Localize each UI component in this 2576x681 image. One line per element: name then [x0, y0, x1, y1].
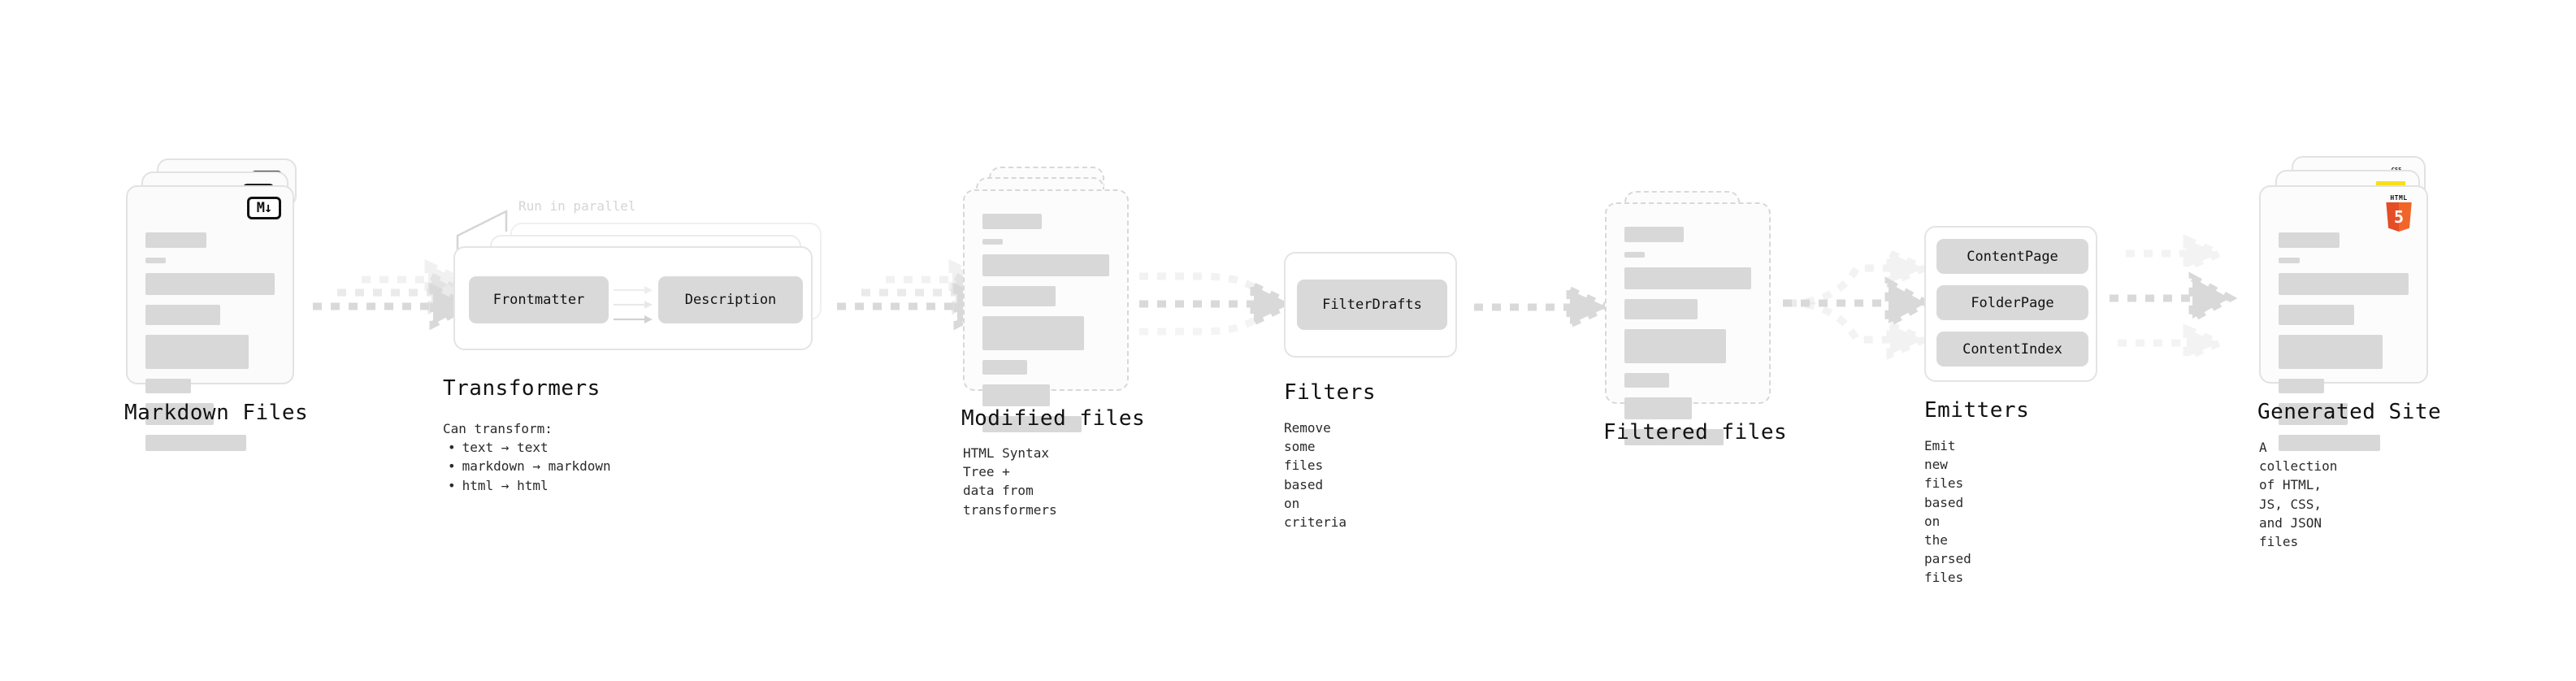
transform-item: text → text	[443, 438, 611, 457]
content-bar	[982, 416, 1082, 432]
content-bar	[982, 254, 1109, 276]
filtered-card-front[interactable]	[1605, 202, 1771, 445]
content-bar	[2279, 335, 2383, 369]
html5-shield: 5	[2386, 202, 2412, 232]
content-bar	[2279, 305, 2354, 325]
html5-label: HTML	[2390, 194, 2408, 202]
emitters-subtitle: Emit new files based on the parsed files	[1924, 438, 1971, 586]
emitter-node-contentpage[interactable]: ContentPage	[1936, 239, 2088, 274]
content-bar	[1624, 227, 1685, 242]
site-card-front[interactable]: HTML 5	[2259, 185, 2428, 451]
markdown-card-front[interactable]: M↓	[126, 185, 294, 451]
modified-card-front[interactable]	[963, 189, 1129, 432]
content-bar	[2279, 379, 2324, 393]
filters-subtitle: Remove some files based on criteria	[1284, 420, 1347, 530]
content-bar	[1624, 267, 1751, 289]
card-content-bars	[145, 232, 275, 461]
arrow-group-transformers-to-modified	[837, 258, 1000, 331]
transformer-node-frontmatter[interactable]: Frontmatter	[469, 276, 609, 323]
content-bar	[2279, 403, 2348, 425]
html5-icon: HTML 5	[2383, 195, 2415, 232]
transformer-node-description[interactable]: Description	[658, 276, 803, 323]
filters-box[interactable]: FilterDrafts	[1284, 252, 1457, 358]
content-bar	[1624, 329, 1726, 363]
transform-item: markdown → markdown	[443, 457, 611, 475]
emitter-node-contentindex[interactable]: ContentIndex	[1936, 332, 2088, 367]
content-bar	[145, 379, 191, 393]
content-bar	[2279, 258, 2300, 263]
card-content-bars	[1624, 227, 1751, 455]
content-bar	[1624, 373, 1669, 388]
generated-site-caption: Generated Site	[2257, 400, 2442, 424]
markdown-files-caption: Markdown Files	[124, 401, 309, 425]
content-bar	[1624, 299, 1698, 319]
content-bar	[145, 305, 221, 325]
arrow-group-filtered-to-emitters	[1783, 248, 1934, 360]
transform-subtitle: Can transform:	[443, 421, 553, 436]
content-bar	[982, 239, 1003, 245]
transformer-box-front[interactable]: Frontmatter Description	[453, 246, 813, 350]
emitters-box[interactable]: ContentPage FolderPage ContentIndex	[1924, 226, 2097, 382]
content-bar	[145, 258, 167, 263]
content-bar	[1624, 397, 1692, 419]
content-bar	[145, 335, 249, 369]
card-content-bars	[2279, 232, 2409, 461]
arrow-group-markdown-to-transformers	[313, 258, 475, 331]
transformers-caption: Transformers	[443, 376, 601, 401]
arrow-group-modified-to-filters	[1139, 272, 1299, 336]
markdown-icon: M↓	[247, 197, 281, 219]
content-bar	[982, 286, 1056, 306]
emitters-caption: Emitters	[1924, 398, 2030, 423]
content-bar	[982, 360, 1027, 375]
content-bar	[145, 273, 275, 295]
modified-files-caption: Modified files	[961, 406, 1146, 431]
emitter-node-folderpage[interactable]: FolderPage	[1936, 285, 2088, 320]
content-bar	[1624, 429, 1724, 445]
generated-site-subtitle: A collection of HTML, JS, CSS, and JSON …	[2259, 440, 2338, 549]
transformers-detail: Can transform: text → text markdown → ma…	[443, 419, 611, 495]
transform-item: html → html	[443, 476, 611, 495]
html5-version: 5	[2393, 207, 2405, 227]
content-bar	[145, 435, 247, 451]
content-bar	[2279, 435, 2380, 451]
content-bar	[982, 384, 1050, 406]
filtered-files-caption: Filtered files	[1603, 420, 1788, 445]
modified-files-subtitle: HTML Syntax Tree + data from transformer…	[963, 445, 1057, 518]
content-bar	[2279, 273, 2409, 295]
content-bar	[145, 403, 215, 425]
arrow-group-emitters-to-site	[2110, 234, 2238, 362]
content-bar	[2279, 232, 2340, 248]
filters-caption: Filters	[1284, 380, 1377, 405]
run-in-parallel-label: Run in parallel	[518, 198, 636, 214]
content-bar	[982, 214, 1043, 229]
card-content-bars	[982, 214, 1109, 442]
content-bar	[1624, 252, 1645, 258]
content-bar	[982, 316, 1084, 350]
arrow-group-filters-to-filtered	[1474, 284, 1616, 331]
content-bar	[145, 232, 206, 248]
filter-node-filterdrafts[interactable]: FilterDrafts	[1297, 280, 1447, 330]
